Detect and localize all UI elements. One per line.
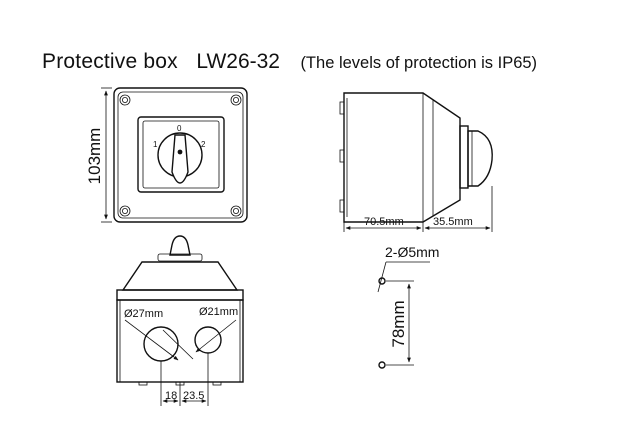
bottom-box-taper — [121, 261, 239, 291]
corner-screw-icon — [119, 205, 131, 217]
side-view: 70.5mm 35.5mm — [339, 92, 493, 232]
bottom-knob-icon — [169, 235, 191, 256]
spacing-right-label: 23.5 — [183, 390, 204, 402]
corner-screw-icon — [230, 94, 242, 106]
mounting-view: 2-Ø5mm 78mm — [377, 244, 439, 369]
mounting-hole-bottom — [378, 361, 386, 369]
front-view: 1 0 2 103mm — [85, 87, 248, 223]
title-main: Protective box — [42, 50, 178, 73]
depth-dimension-label: 70.5mm — [364, 216, 404, 228]
title-note: (The levels of protection is IP65) — [300, 54, 538, 72]
switch-pos-label-2: 2 — [201, 140, 206, 149]
side-box-outline — [343, 92, 461, 223]
knob-dimension-label: 35.5mm — [433, 216, 473, 228]
corner-screw-icon — [119, 94, 131, 106]
height-dimension-label: 103mm — [85, 128, 104, 185]
diagram-title: Protective box LW26-32 (The levels of pr… — [42, 50, 537, 74]
rotary-handle-icon — [171, 134, 189, 184]
switch-pos-label-0: 0 — [177, 124, 182, 133]
mounting-spacing-label: 78mm — [389, 300, 408, 347]
title-model: LW26-32 — [196, 50, 280, 73]
bottom-view: Ø27mm Ø21mm 18 23.5 — [116, 235, 244, 406]
hole-large-label: Ø27mm — [124, 308, 163, 320]
spacing-left-label: 18 — [165, 390, 177, 402]
side-knob-icon — [467, 130, 493, 187]
corner-screw-icon — [230, 205, 242, 217]
switch-face-plate — [137, 116, 225, 193]
side-knob-base — [459, 125, 469, 189]
front-box-outline — [113, 87, 248, 223]
bottom-box-rim — [116, 289, 244, 301]
mounting-holes-label: 2-Ø5mm — [385, 244, 439, 260]
hole-small-label: Ø21mm — [199, 306, 238, 318]
switch-pos-label-1: 1 — [153, 140, 158, 149]
cable-hole-small — [194, 326, 222, 354]
mounting-hole-top — [378, 277, 386, 285]
